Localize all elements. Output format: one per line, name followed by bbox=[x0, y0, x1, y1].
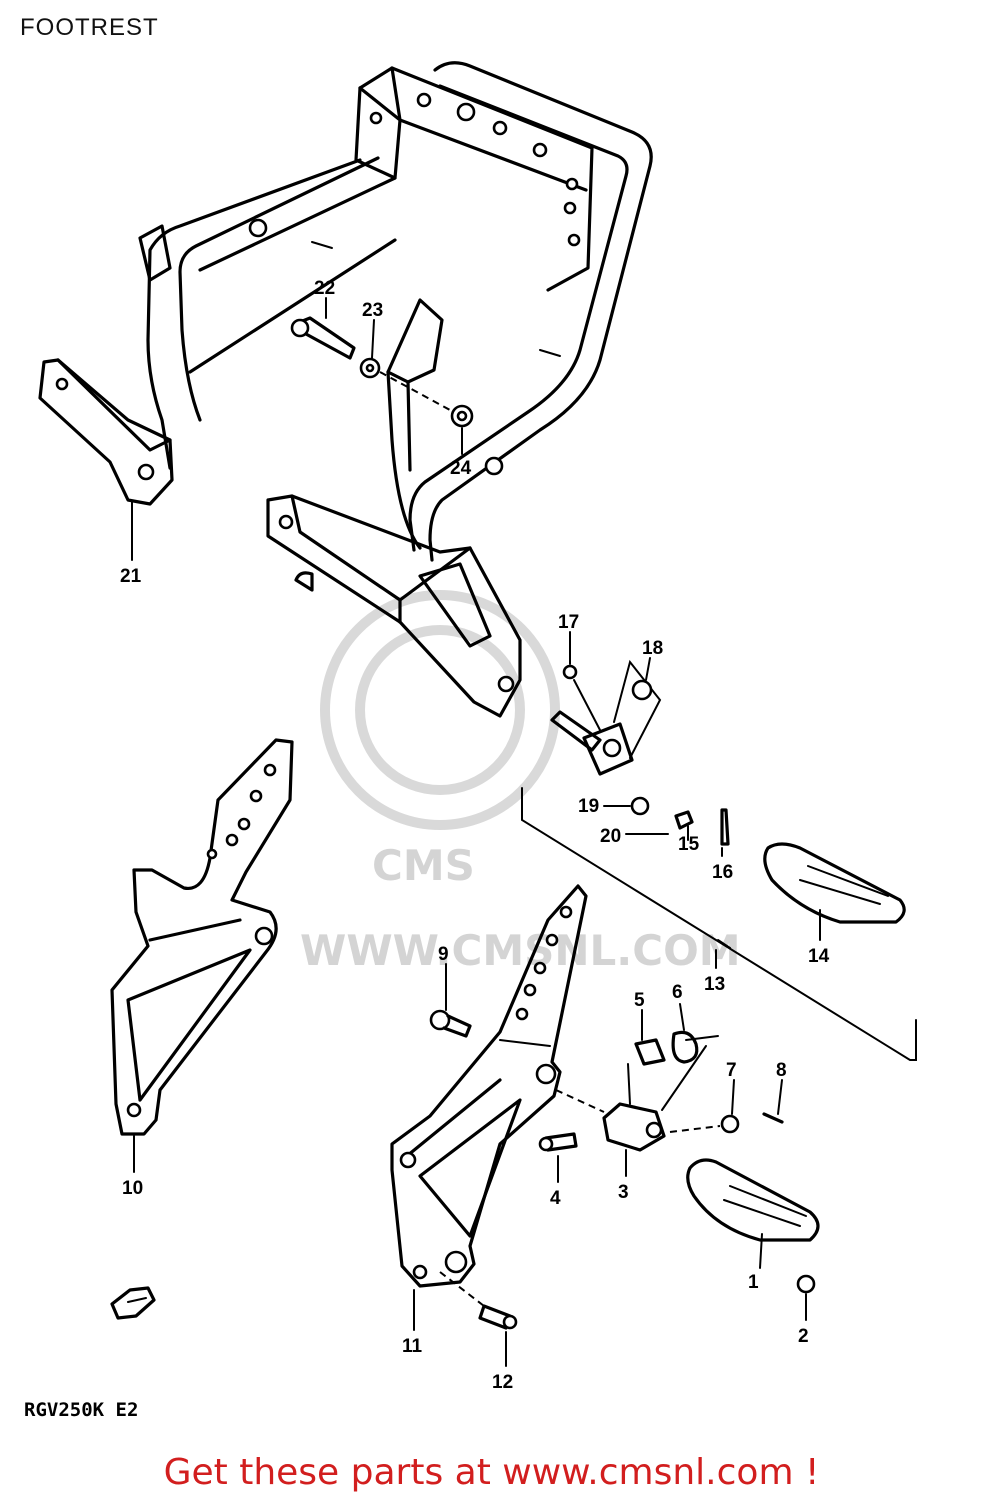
watermark-logo: CMS WWW.CMSNL.COM bbox=[300, 590, 741, 975]
callout-21: 21 bbox=[120, 566, 142, 587]
promo-link-text[interactable]: Get these parts at www.cmsnl.com ! bbox=[163, 1452, 820, 1493]
watermark-url: WWW.CMSNL.COM bbox=[300, 926, 741, 975]
model-code: RGV250K E2 bbox=[24, 1399, 138, 1421]
callout-16: 16 bbox=[712, 862, 733, 883]
right-footrest-bracket bbox=[390, 884, 588, 1288]
footrest-bracket-outline bbox=[521, 787, 917, 1061]
left-footrest-bracket bbox=[110, 738, 294, 1136]
callout-9: 9 bbox=[438, 944, 449, 965]
callout-13: 13 bbox=[704, 974, 725, 995]
callout-10: 10 bbox=[122, 1178, 143, 1199]
callout-5: 5 bbox=[634, 990, 645, 1011]
callout-12: 12 bbox=[492, 1372, 513, 1393]
frame-bracket-assembly bbox=[38, 61, 653, 718]
callout-20: 20 bbox=[600, 826, 621, 847]
callout-24: 24 bbox=[450, 458, 472, 479]
callout-7: 7 bbox=[726, 1060, 737, 1081]
passenger-footrest bbox=[763, 842, 906, 924]
callout-15: 15 bbox=[678, 834, 700, 855]
forward-arrow-icon bbox=[110, 1286, 156, 1320]
callout-4: 4 bbox=[550, 1188, 561, 1209]
washer bbox=[359, 357, 381, 379]
callout-1: 1 bbox=[748, 1272, 759, 1293]
page-title: FOOTREST bbox=[20, 14, 159, 41]
callout-17: 17 bbox=[558, 612, 579, 633]
nut bbox=[450, 404, 474, 428]
leader-lines bbox=[131, 297, 821, 1367]
callout-14: 14 bbox=[808, 946, 830, 967]
footrest-pivot-parts bbox=[439, 1030, 820, 1330]
watermark-logo-text: CMS bbox=[372, 841, 475, 890]
callout-3: 3 bbox=[618, 1182, 629, 1203]
callout-18: 18 bbox=[642, 638, 663, 659]
callout-11: 11 bbox=[402, 1336, 423, 1357]
callout-23: 23 bbox=[362, 300, 383, 321]
bracket-bolt bbox=[429, 1009, 472, 1038]
callout-2: 2 bbox=[798, 1326, 809, 1347]
callout-19: 19 bbox=[578, 796, 599, 817]
mounting-bolt bbox=[290, 316, 356, 360]
callout-8: 8 bbox=[776, 1060, 787, 1081]
callout-6: 6 bbox=[672, 982, 683, 1003]
pivot-assembly bbox=[550, 659, 730, 846]
callout-22: 22 bbox=[314, 278, 335, 299]
